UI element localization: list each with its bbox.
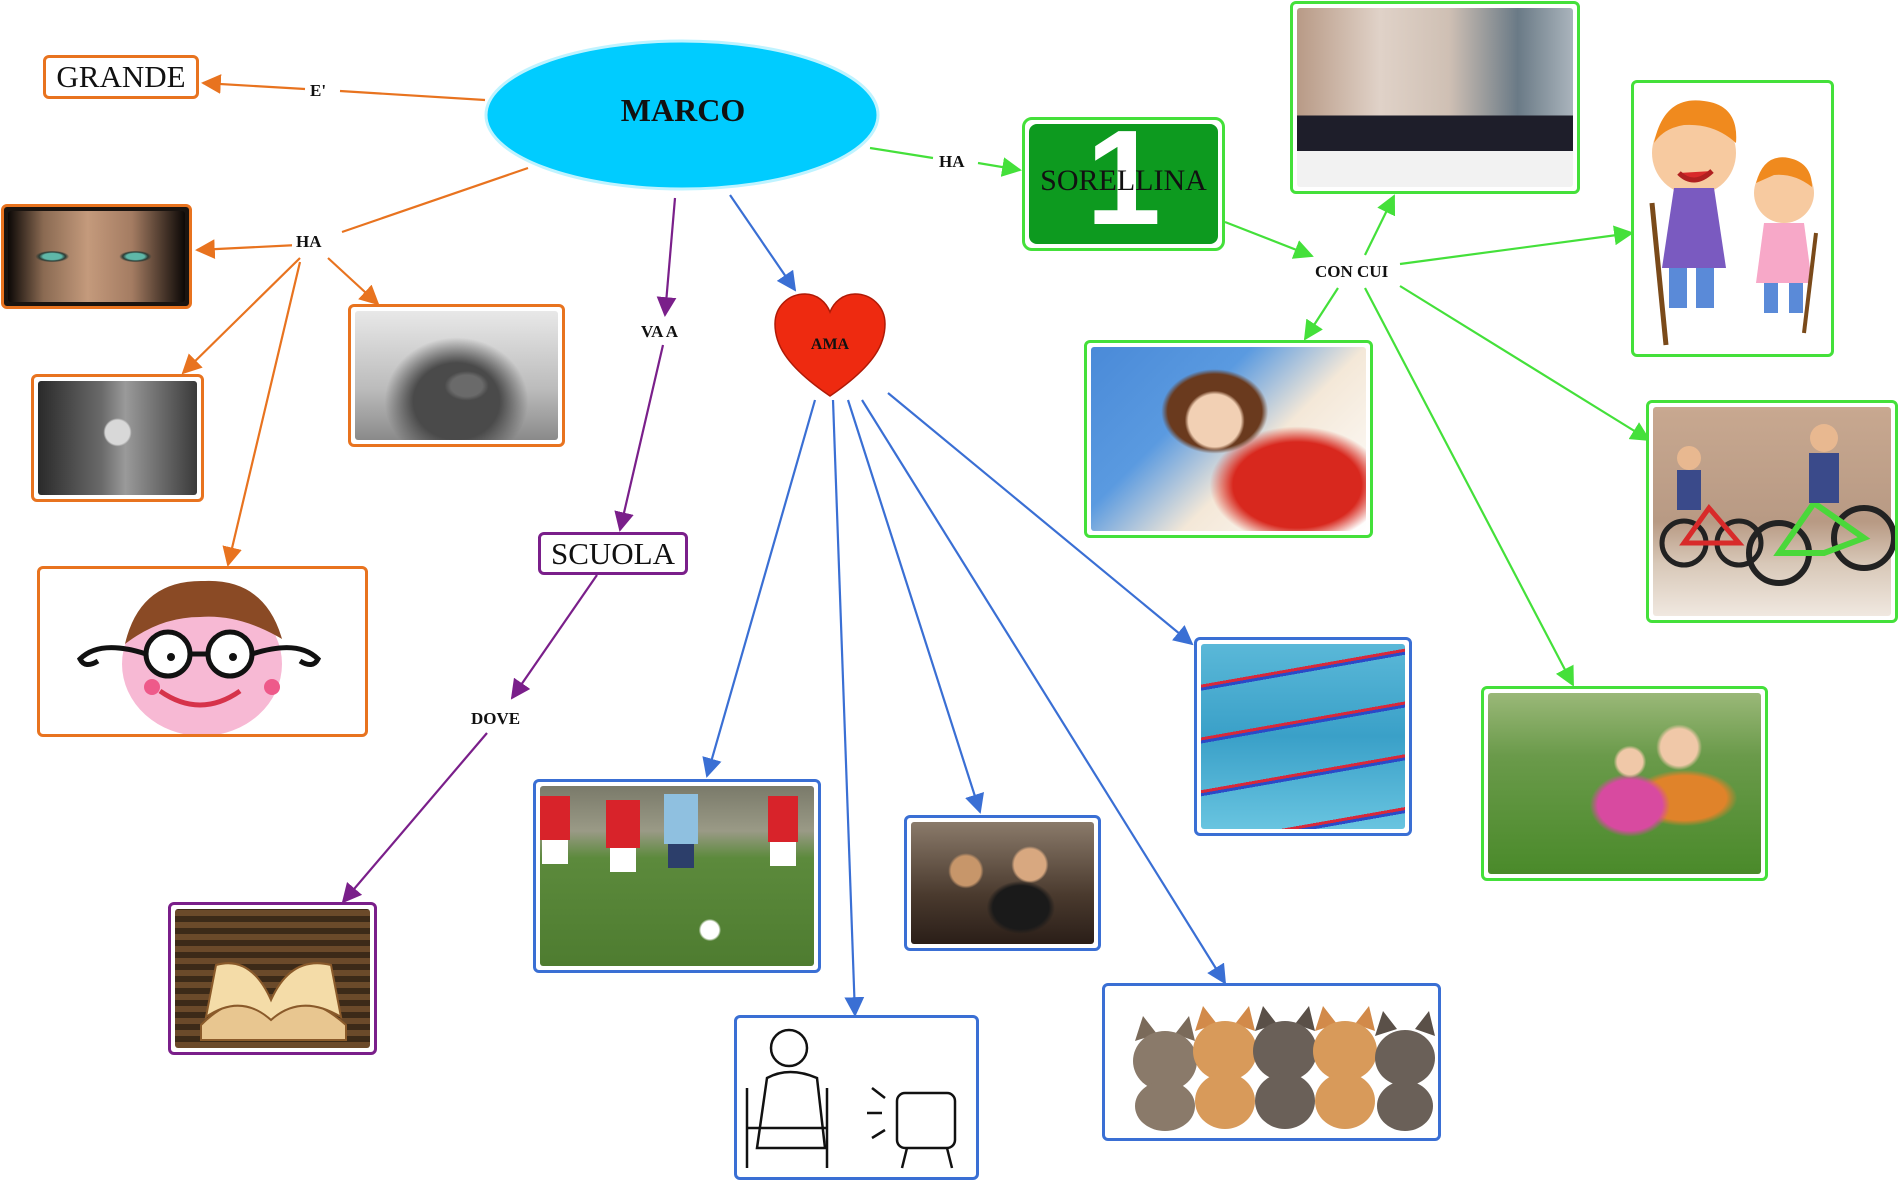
sorellina-number: 1 bbox=[1085, 117, 1162, 251]
mohawk-boy-photo[interactable] bbox=[31, 374, 204, 502]
players-icon bbox=[540, 794, 798, 872]
grass-kids-photo[interactable] bbox=[1481, 686, 1768, 881]
link-label-va-a: VA A bbox=[637, 321, 683, 343]
heart-node[interactable] bbox=[773, 292, 887, 400]
hiking-kids-cartoon[interactable] bbox=[1631, 80, 1834, 357]
books-photo[interactable] bbox=[168, 902, 377, 1055]
glasses-boy-icon bbox=[76, 580, 322, 734]
link-label-ama: AMA bbox=[810, 336, 850, 353]
scuola-node[interactable]: SCUOLA bbox=[538, 532, 688, 575]
link-label-ha-right: HA bbox=[935, 151, 969, 173]
beard-photo[interactable] bbox=[348, 304, 565, 447]
videogame-photo[interactable] bbox=[904, 815, 1101, 951]
open-book-icon bbox=[200, 962, 347, 1041]
glasses-cartoon[interactable] bbox=[37, 566, 368, 737]
bicycles-icon bbox=[1659, 424, 1895, 586]
football-photo[interactable] bbox=[533, 779, 821, 973]
sorellina-label: SORELLINA bbox=[1040, 164, 1207, 197]
link-label-con-cui: CON CUI bbox=[1311, 261, 1393, 283]
kittens-icon bbox=[1133, 1006, 1435, 1131]
center-node[interactable] bbox=[482, 36, 884, 196]
swimming-photo[interactable] bbox=[1194, 637, 1412, 836]
kittens-photo[interactable] bbox=[1102, 983, 1441, 1141]
bed-jumping-photo[interactable] bbox=[1290, 1, 1580, 194]
hiking-kids-icon bbox=[1649, 100, 1818, 346]
sorellina-node[interactable]: 1 SORELLINA bbox=[1022, 117, 1225, 251]
link-label-dove: DOVE bbox=[467, 708, 525, 730]
watching-tv-icon bbox=[745, 1028, 957, 1169]
link-label-e: E' bbox=[306, 80, 331, 102]
reading-photo[interactable] bbox=[1084, 340, 1373, 538]
bicycles-photo[interactable] bbox=[1646, 400, 1898, 623]
eyes-photo[interactable] bbox=[1, 204, 192, 309]
grande-node[interactable]: GRANDE bbox=[43, 55, 199, 99]
link-label-ha-left: HA bbox=[292, 231, 326, 253]
center-node-label: MARCO bbox=[620, 92, 746, 128]
tv-drawing[interactable] bbox=[734, 1015, 979, 1180]
